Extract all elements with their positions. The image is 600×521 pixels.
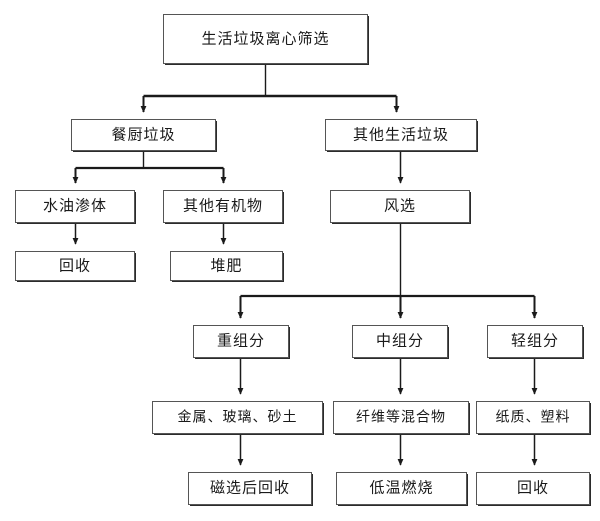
- node-centrifugal-screening[interactable]: 生活垃圾离心筛选: [163, 14, 368, 64]
- node-label: 重组分: [216, 331, 265, 350]
- node-recycle-left[interactable]: 回收: [15, 251, 135, 281]
- node-air-separation[interactable]: 风选: [330, 190, 470, 223]
- edge-n2-split: [72, 151, 227, 184]
- node-heavy-fraction[interactable]: 重组分: [193, 325, 289, 358]
- node-other-household-waste[interactable]: 其他生活垃圾: [325, 119, 477, 151]
- node-other-organics[interactable]: 其他有机物: [163, 190, 283, 223]
- node-label: 纤维等混合物: [356, 409, 446, 425]
- node-label: 餐厨垃圾: [111, 125, 176, 143]
- node-label: 回收: [516, 478, 549, 497]
- node-kitchen-waste[interactable]: 餐厨垃圾: [71, 119, 216, 151]
- edge-n6-split: [237, 223, 538, 319]
- node-label: 金属、玻璃、砂土: [177, 409, 298, 425]
- node-label: 纸质、塑料: [495, 409, 571, 425]
- node-label: 磁选后回收: [209, 478, 290, 497]
- node-label: 风选: [383, 196, 416, 215]
- node-composting[interactable]: 堆肥: [170, 251, 283, 281]
- node-light-fraction[interactable]: 轻组分: [487, 325, 583, 358]
- node-label: 轻组分: [510, 331, 559, 350]
- node-label: 水油渗体: [42, 196, 107, 215]
- node-label: 中组分: [375, 331, 424, 350]
- node-fiber-mixture[interactable]: 纤维等混合物: [333, 401, 469, 434]
- node-label: 堆肥: [210, 256, 243, 274]
- node-label: 生活垃圾离心筛选: [201, 29, 330, 47]
- node-label: 回收: [58, 256, 91, 274]
- node-label: 低温燃烧: [369, 478, 434, 497]
- node-medium-fraction[interactable]: 中组分: [352, 325, 448, 358]
- node-water-oil-permeate[interactable]: 水油渗体: [15, 190, 135, 223]
- node-recycle-after-magnetic-separation[interactable]: 磁选后回收: [188, 472, 312, 505]
- edge-n1-split: [140, 64, 400, 113]
- node-low-temperature-combustion[interactable]: 低温燃烧: [336, 472, 467, 505]
- node-label: 其他生活垃圾: [352, 125, 449, 143]
- node-paper-plastic[interactable]: 纸质、塑料: [476, 401, 590, 434]
- node-label: 其他有机物: [182, 196, 263, 215]
- node-recycle-right[interactable]: 回收: [476, 472, 590, 505]
- node-metal-glass-sand[interactable]: 金属、玻璃、砂土: [152, 401, 323, 434]
